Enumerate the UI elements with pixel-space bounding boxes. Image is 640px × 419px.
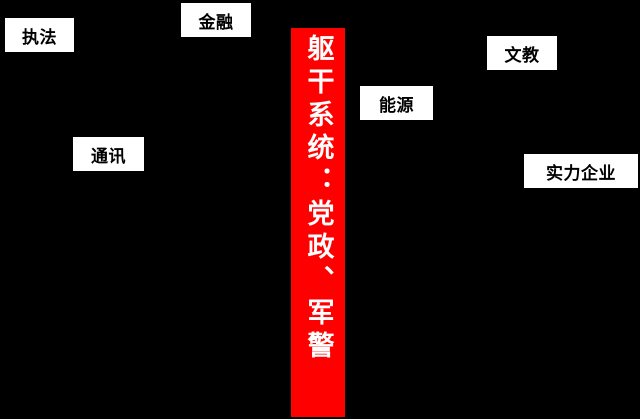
node-jinrong: 金融: [181, 3, 251, 37]
node-zhifa: 执法: [5, 18, 74, 52]
node-tongxun: 通讯: [73, 137, 144, 171]
node-nengyuan: 能源: [360, 86, 433, 120]
core-trunk-bar: 躯干系统：党政、军警: [291, 28, 345, 417]
node-wenjiao: 文教: [487, 36, 557, 70]
node-shili: 实力企业: [524, 154, 638, 188]
core-trunk-label: 躯干系统：党政、军警: [302, 34, 334, 364]
